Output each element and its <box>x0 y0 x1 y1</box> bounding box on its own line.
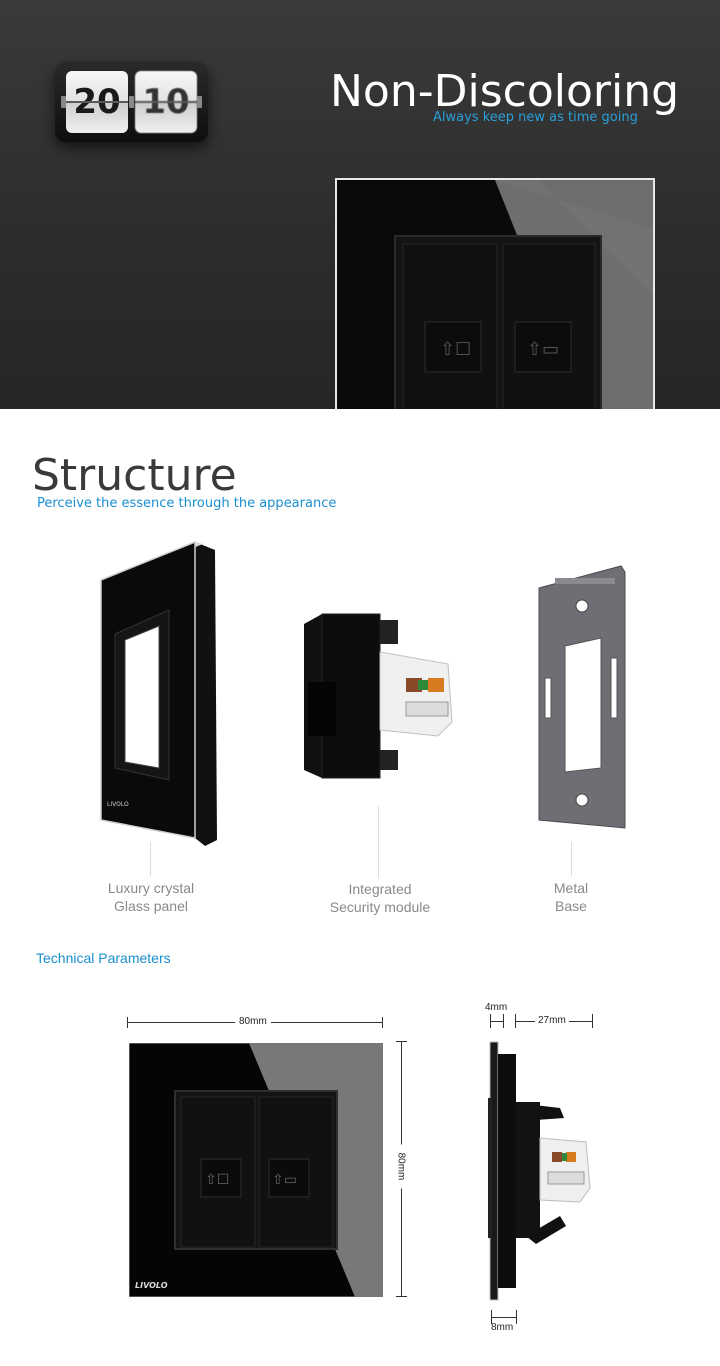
structure-title: Structure <box>32 450 237 501</box>
caption-line: Glass panel <box>114 898 188 914</box>
side-bottom-dimension <box>491 1310 517 1324</box>
non-discoloring-banner: 20 10 Non-Discoloring Always keep new as… <box>0 0 720 409</box>
flip-hinge-icon <box>61 96 66 108</box>
banner-subtitle: Always keep new as time going <box>433 110 638 125</box>
flip-clock-minutes: 10 <box>135 71 197 133</box>
flip-hinge-icon <box>129 96 134 108</box>
metal-base-image <box>525 558 635 838</box>
svg-text:LIVOLO: LIVOLO <box>107 801 129 808</box>
side-bottom-label: 8mm <box>491 1322 514 1333</box>
svg-text:⇧☐: ⇧☐ <box>205 1172 229 1188</box>
svg-text:⇧☐: ⇧☐ <box>440 339 471 360</box>
front-width-label: 80mm <box>235 1016 271 1027</box>
caption-line: Base <box>555 898 587 914</box>
side-glass-dimension <box>490 1014 504 1028</box>
callout-line <box>571 842 572 876</box>
socket-closeup-illustration: ⇧☐ ⇧▭ <box>394 180 653 409</box>
front-logo: LIVOLO <box>135 1281 168 1290</box>
svg-text:⇧▭: ⇧▭ <box>272 1172 297 1188</box>
caption-glass-panel: Luxury crystal Glass panel <box>80 879 222 915</box>
front-view-illustration: ⇧☐ ⇧▭ <box>128 1042 384 1298</box>
front-height-label: 80mm <box>395 1144 407 1189</box>
side-depth-label: 27mm <box>535 1015 569 1026</box>
caption-line: Security module <box>329 899 431 915</box>
security-module-illustration <box>304 613 453 779</box>
side-depth-dimension: 27mm <box>515 1014 593 1028</box>
security-module-image <box>298 612 463 782</box>
glass-panel-image: LIVOLO <box>95 540 225 850</box>
caption-security-module: Integrated Security module <box>310 880 450 916</box>
caption-line: Integrated <box>348 881 412 897</box>
caption-line: Luxury crystal <box>107 880 195 896</box>
technical-parameters-heading: Technical Parameters <box>36 950 171 966</box>
caption-line: Metal <box>553 880 589 896</box>
glass-panel-illustration: LIVOLO <box>100 540 217 846</box>
caption-metal-base: Metal Base <box>521 879 621 915</box>
svg-text:⇧▭: ⇧▭ <box>527 339 559 360</box>
side-view-drawing <box>488 1041 591 1301</box>
callout-line <box>150 842 151 876</box>
socket-closeup-photo: ⇧☐ ⇧▭ <box>335 178 655 409</box>
front-width-dimension: 80mm <box>127 1014 383 1030</box>
flip-clock-hours: 20 <box>66 71 128 133</box>
callout-line <box>378 806 379 878</box>
flip-clock: 20 10 <box>55 62 208 142</box>
banner-title: Non-Discoloring <box>330 66 680 117</box>
front-height-dimension: 80mm <box>393 1041 409 1297</box>
metal-base-illustration <box>538 565 626 829</box>
front-view-panel: ⇧☐ ⇧▭ LIVOLO <box>128 1042 384 1298</box>
side-glass-label: 4mm <box>485 1002 508 1013</box>
flip-hinge-icon <box>197 96 202 108</box>
side-view-illustration <box>486 1040 596 1302</box>
structure-subtitle: Perceive the essence through the appeara… <box>37 496 337 511</box>
